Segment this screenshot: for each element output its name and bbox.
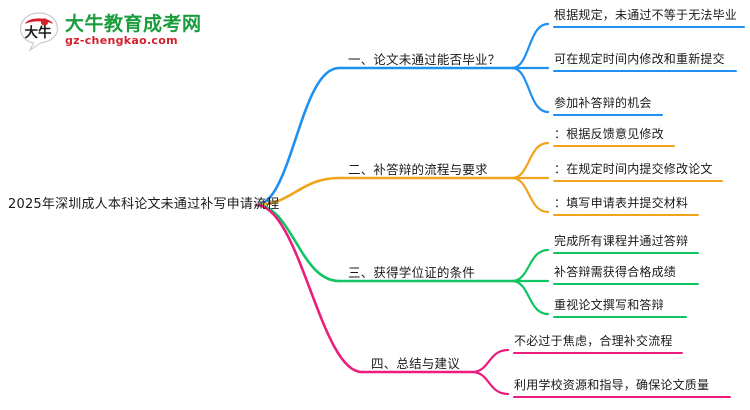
leaf-node-1-3[interactable]: 参加补答辩的机会	[554, 96, 652, 110]
leaf-underline-2-3	[553, 214, 699, 216]
branch-4-wires	[254, 203, 510, 396]
leaf-node-2-1[interactable]: ：根据反馈意见修改	[554, 127, 664, 141]
leaf-underline-3-3	[553, 316, 687, 318]
logo-subtitle: gz-chengkao.com	[65, 34, 178, 47]
leaf-node-2-2[interactable]: ：在规定时间内提交修改论文	[554, 162, 713, 176]
leaf-node-2-3[interactable]: ：填写申请表并提交材料	[554, 196, 689, 210]
site-logo: 大牛 大牛教育成考网 gz-chengkao.com	[18, 8, 203, 53]
svg-text:大牛: 大牛	[25, 24, 52, 41]
leaf-underline-2-2	[553, 180, 723, 182]
root-node-label: 2025年深圳成人本科论文未通过补写申请流程	[8, 197, 280, 212]
leaf-node-1-2[interactable]: 可在规定时间内修改和重新提交	[554, 52, 725, 66]
leaf-underline-2-1	[553, 145, 675, 147]
leaf-node-1-1[interactable]: 根据规定，未通过不等于无法毕业	[554, 8, 738, 22]
logo-mark-icon: 大牛	[18, 11, 60, 52]
leaf-underline-3-2	[553, 283, 699, 285]
leaf-underline-4-1	[513, 352, 683, 354]
leaf-underline-1-3	[553, 114, 663, 116]
leaf-node-3-2[interactable]: 补答辩需获得合格成绩	[554, 265, 677, 279]
leaf-node-3-1[interactable]: 完成所有课程并通过答辩	[554, 234, 689, 248]
branch-node-1[interactable]: 一、论文未通过能否毕业？	[348, 52, 501, 67]
leaf-node-4-1[interactable]: 不必过于焦虑，合理补交流程	[514, 334, 673, 348]
branch-node-2[interactable]: 二、补答辩的流程与要求	[348, 162, 488, 177]
leaf-underline-1-1	[553, 26, 745, 28]
leaf-underline-4-2	[513, 396, 731, 398]
leaf-underline-1-2	[553, 70, 737, 72]
logo-bubble-icon: 大牛	[19, 11, 59, 52]
leaf-node-4-2[interactable]: 利用学校资源和指导，确保论文质量	[514, 378, 710, 392]
branch-3-wires	[254, 203, 550, 316]
branch-1-wires	[254, 22, 550, 207]
leaf-node-3-3[interactable]: 重视论文撰写和答辩	[554, 298, 664, 312]
logo-text-block: 大牛教育成考网 gz-chengkao.com	[65, 14, 202, 47]
branch-2-wires	[254, 141, 550, 214]
branch-node-3[interactable]: 三、获得学位证的条件	[348, 265, 476, 280]
logo-title: 大牛教育成考网	[65, 13, 202, 35]
leaf-underline-3-1	[553, 252, 699, 254]
branch-node-4[interactable]: 四、总结与建议	[371, 356, 460, 371]
